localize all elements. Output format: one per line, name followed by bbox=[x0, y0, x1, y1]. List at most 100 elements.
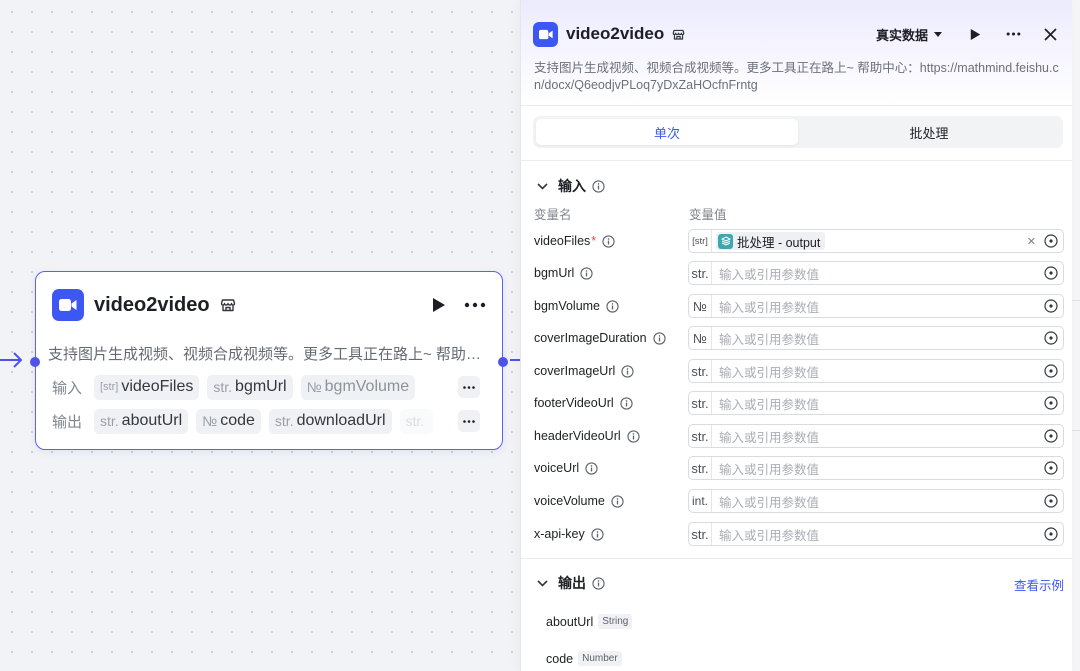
layers-icon bbox=[718, 233, 733, 249]
param-placeholder: 输入或引用参数值 bbox=[719, 430, 820, 445]
param-field-footerVideoUrl[interactable]: str. 输入或引用参数值 bbox=[688, 391, 1064, 415]
param-field-x-api-key[interactable]: str. 输入或引用参数值 bbox=[688, 522, 1064, 546]
param-type-badge: str. bbox=[689, 425, 712, 447]
output-chip-downloadUrl: str.downloadUrl bbox=[268, 408, 392, 434]
variable-select-icon[interactable] bbox=[1044, 266, 1058, 280]
param-field-coverImageUrl[interactable]: str. 输入或引用参数值 bbox=[688, 359, 1064, 383]
param-placeholder: 输入或引用参数值 bbox=[719, 528, 820, 543]
param-type-badge: int. bbox=[689, 490, 712, 512]
param-type-badge: str. bbox=[689, 523, 712, 545]
panel-header: video2video 真实数据 支持图片生成视频、视频合成视频等。更多工具正在… bbox=[521, 0, 1072, 106]
output-item-aboutUrl: aboutUrl String bbox=[546, 614, 633, 629]
variable-select-icon[interactable] bbox=[1044, 364, 1058, 378]
caret-down-icon bbox=[934, 31, 942, 37]
chevron-down-icon[interactable] bbox=[537, 579, 548, 587]
param-name-footerVideoUrl: footerVideoUrl bbox=[534, 392, 633, 414]
divider bbox=[521, 558, 1072, 559]
param-field-voiceUrl[interactable]: str. 输入或引用参数值 bbox=[688, 456, 1064, 480]
node-input-port[interactable] bbox=[30, 357, 40, 367]
param-placeholder: 输入或引用参数值 bbox=[719, 365, 820, 380]
more-dots-icon bbox=[463, 419, 475, 423]
chevron-down-icon[interactable] bbox=[537, 182, 548, 190]
panel-description: 支持图片生成视频、视频合成视频等。更多工具正在路上~ 帮助中心：https://… bbox=[534, 61, 1059, 92]
info-circle-icon bbox=[627, 429, 640, 443]
input-section-header[interactable]: 输入 bbox=[537, 176, 605, 196]
variable-select-icon[interactable] bbox=[1044, 429, 1058, 443]
node-description: 支持图片生成视频、视频合成视频等。更多工具正在路上~ 帮助中心：https://… bbox=[48, 346, 486, 363]
variable-select-icon[interactable] bbox=[1044, 461, 1058, 475]
inputs-more-button[interactable] bbox=[458, 376, 480, 398]
param-placeholder: 输入或引用参数值 bbox=[719, 397, 820, 412]
data-source-select[interactable]: 真实数据 bbox=[876, 25, 942, 44]
param-field-voiceVolume[interactable]: int. 输入或引用参数值 bbox=[688, 489, 1064, 513]
output-chip-aboutUrl: str.aboutUrl bbox=[94, 408, 189, 434]
param-type-badge: str. bbox=[689, 262, 712, 284]
param-type-badge: str. bbox=[689, 360, 712, 382]
info-circle-icon bbox=[602, 234, 615, 248]
store-icon bbox=[220, 299, 235, 312]
reference-chip[interactable]: 批处理 - output bbox=[716, 232, 826, 250]
param-field-videoFiles[interactable]: [str] 批处理 - output ✕ bbox=[688, 229, 1064, 253]
output-item-code: code Number bbox=[546, 651, 622, 666]
node-test-panel: video2video 真实数据 支持图片生成视频、视频合成视频等。更多工具正在… bbox=[520, 0, 1072, 671]
param-name-videoFiles: videoFiles* bbox=[534, 230, 615, 252]
info-circle-icon bbox=[606, 299, 619, 313]
tab-batch[interactable]: 批处理 bbox=[909, 125, 949, 141]
param-name-headerVideoUrl: headerVideoUrl bbox=[534, 425, 640, 447]
param-type-badge: № bbox=[689, 327, 712, 349]
close-icon[interactable] bbox=[1044, 27, 1057, 41]
param-placeholder: 输入或引用参数值 bbox=[719, 267, 820, 282]
info-circle-icon bbox=[592, 179, 605, 193]
inputs-label: 输入 bbox=[52, 379, 83, 397]
output-type-tag: String bbox=[598, 614, 633, 629]
run-play-icon[interactable] bbox=[970, 28, 981, 41]
column-header-value: 变量值 bbox=[689, 208, 727, 222]
variable-select-icon[interactable] bbox=[1044, 396, 1058, 410]
reference-label: 批处理 - output bbox=[737, 235, 821, 250]
canvas-edge-strip bbox=[1072, 0, 1080, 671]
panel-title: video2video bbox=[566, 24, 665, 43]
outputs-more-button[interactable] bbox=[458, 410, 480, 432]
more-dots-icon[interactable] bbox=[1005, 32, 1022, 36]
run-play-icon[interactable] bbox=[432, 297, 446, 313]
param-type-badge: [str] bbox=[689, 230, 712, 252]
info-circle-icon bbox=[620, 396, 633, 410]
param-name-x-api-key: x-api-key bbox=[534, 523, 604, 545]
more-dots-icon[interactable] bbox=[464, 302, 486, 308]
param-placeholder: 输入或引用参数值 bbox=[719, 300, 820, 315]
video-camera-icon bbox=[52, 289, 84, 321]
param-field-bgmVolume[interactable]: № 输入或引用参数值 bbox=[688, 294, 1064, 318]
view-example-link[interactable]: 查看示例 bbox=[1013, 579, 1064, 593]
param-field-headerVideoUrl[interactable]: str. 输入或引用参数值 bbox=[688, 424, 1064, 448]
param-field-coverImageDuration[interactable]: № 输入或引用参数值 bbox=[688, 326, 1064, 350]
clear-icon[interactable]: ✕ bbox=[1026, 235, 1036, 248]
data-source-label: 真实数据 bbox=[875, 27, 928, 43]
variable-select-icon[interactable] bbox=[1044, 299, 1058, 313]
param-name-voiceVolume: voiceVolume bbox=[534, 490, 624, 512]
workflow-node-video2video[interactable]: video2video 支持图片生成视频、视频合成视频等。更多工具正在路上~ 帮… bbox=[30, 271, 508, 450]
input-section-title: 输入 bbox=[558, 178, 586, 194]
tab-single[interactable]: 单次 bbox=[536, 119, 798, 145]
param-field-bgmUrl[interactable]: str. 输入或引用参数值 bbox=[688, 261, 1064, 285]
variable-select-icon[interactable] bbox=[1044, 331, 1058, 345]
param-type-badge: str. bbox=[689, 392, 712, 414]
param-name-coverImageUrl: coverImageUrl bbox=[534, 360, 634, 382]
video-camera-icon bbox=[533, 21, 558, 47]
variable-select-icon[interactable] bbox=[1044, 527, 1058, 541]
output-chip-truncated: str. bbox=[399, 408, 434, 434]
output-section-title: 输出 bbox=[558, 575, 586, 591]
store-icon bbox=[672, 29, 685, 40]
node-output-port[interactable] bbox=[498, 357, 508, 367]
variable-select-icon[interactable] bbox=[1044, 234, 1058, 248]
node-header: video2video bbox=[52, 289, 486, 321]
divider bbox=[521, 160, 1072, 161]
info-circle-icon bbox=[591, 527, 604, 541]
variable-select-icon[interactable] bbox=[1044, 494, 1058, 508]
output-section-header[interactable]: 输出 bbox=[537, 573, 605, 593]
param-placeholder: 输入或引用参数值 bbox=[719, 495, 820, 510]
param-name-bgmUrl: bgmUrl bbox=[534, 262, 593, 284]
